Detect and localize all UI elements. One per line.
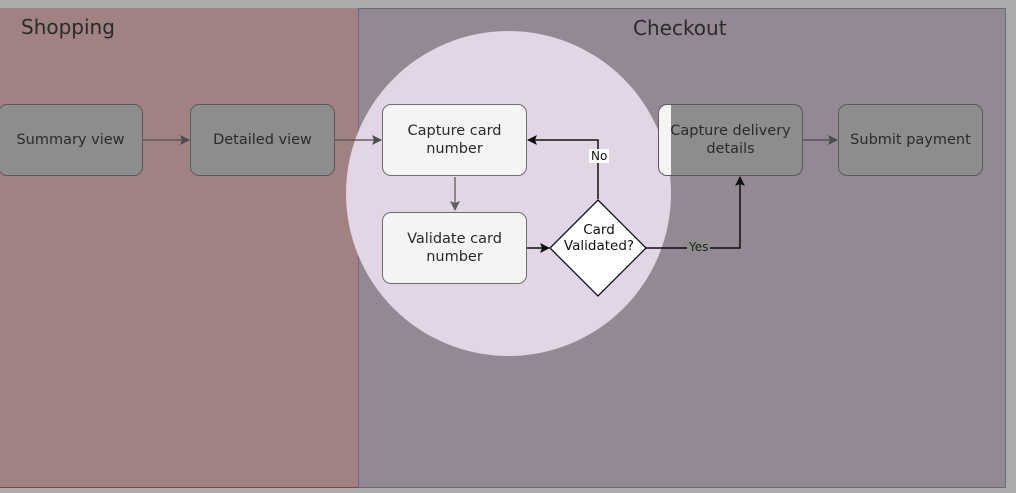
summary-view-node[interactable]: Summary view [0, 104, 143, 176]
capture-card-number-label: Capture card number [407, 123, 502, 157]
edge-decision-no [527, 135, 599, 199]
shopping-lane-title: Shopping [21, 15, 115, 39]
capture-delivery-details-label: Capture delivery details [670, 123, 791, 157]
detailed-view-node[interactable]: Detailed view [190, 104, 335, 176]
capture-card-number-node[interactable]: Capture card number [382, 104, 527, 176]
decision-diamond [549, 199, 647, 297]
summary-view-label: Summary view [16, 132, 125, 148]
edge-label-yes: Yes [687, 240, 711, 254]
checkout-lane-title: Checkout [633, 16, 727, 40]
shopping-lane: Shopping [0, 8, 359, 488]
detailed-view-label: Detailed view [213, 132, 312, 148]
submit-payment-label: Submit payment [850, 132, 971, 148]
validate-card-number-node[interactable]: Validate card number [382, 212, 527, 284]
edge-decision-yes [646, 176, 745, 249]
capture-delivery-details-node[interactable]: Capture delivery details [658, 104, 803, 176]
card-validated-label[interactable]: Card Validated? [563, 222, 635, 254]
submit-payment-node[interactable]: Submit payment [838, 104, 983, 176]
validate-card-number-label: Validate card number [407, 231, 502, 265]
focus-spotlight [346, 31, 671, 356]
edge-label-no: No [589, 149, 610, 163]
